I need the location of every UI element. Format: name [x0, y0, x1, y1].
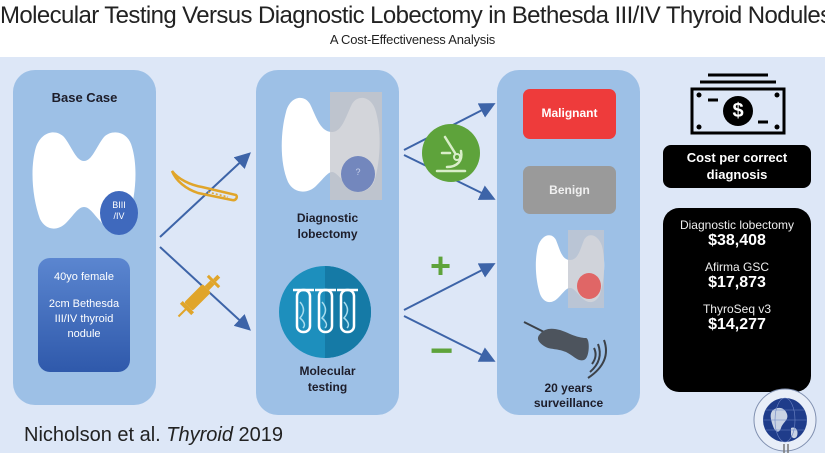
- lobectomy-thyroid-icon: [281, 92, 382, 200]
- malignant-label: Malignant: [541, 106, 598, 120]
- citation: Nicholson et al. Thyroid 2019: [24, 424, 284, 446]
- patient-info-box: [38, 258, 130, 372]
- base-case-label: Base Case: [51, 90, 118, 105]
- cost-item-name: Afirma GSC: [704, 260, 769, 274]
- malignant-box: [523, 89, 616, 139]
- money-icon: [690, 73, 786, 135]
- arrow-to-positive: [403, 263, 496, 311]
- cost-item-name: ThyroSeq v3: [702, 302, 772, 316]
- patient-info-text: 40yo female 2cm Bethesda III/IV thyroid …: [48, 271, 120, 340]
- lobectomy-label: Diagnostic lobectomy: [296, 211, 359, 241]
- positive-result-sign: +: [430, 245, 452, 286]
- nodule-marker: [100, 191, 138, 235]
- benign-box: [523, 166, 616, 214]
- cost-item-name: Diagnostic lobectomy: [679, 218, 795, 232]
- nodule-label: BIII /IV: [112, 200, 126, 221]
- page-title: Molecular Testing Versus Diagnostic Lobe…: [0, 2, 825, 29]
- cost-item-value: $14,277: [708, 316, 766, 333]
- thyroid-malignant-nodule-icon: [535, 230, 605, 308]
- cost-results-box: Diagnostic lobectomy $38,408 Afirma GSC …: [663, 208, 811, 392]
- scalpel-icon: [170, 170, 239, 202]
- arrow-to-lobectomy: [159, 152, 251, 238]
- test-tubes-icon: [279, 266, 371, 358]
- benign-label: Benign: [549, 183, 590, 197]
- negative-result-sign: −: [430, 329, 454, 373]
- page-subtitle: A Cost-Effectiveness Analysis: [329, 32, 496, 47]
- microscope-icon: [422, 124, 480, 182]
- syringe-icon: [177, 274, 221, 318]
- cost-item-value: $38,408: [708, 232, 766, 249]
- arrow-to-negative: [403, 315, 496, 362]
- ultrasound-probe-icon: [523, 321, 607, 379]
- molecular-testing-label: Molecular testing: [299, 364, 356, 394]
- cost-per-diagnosis-title: Cost per correct diagnosis: [663, 145, 811, 188]
- dollar-sign: $: [732, 100, 744, 122]
- cost-item-value: $17,873: [708, 274, 766, 291]
- association-seal-logo: [753, 388, 817, 453]
- unknown-nodule-label: ?: [355, 167, 361, 177]
- surveillance-label: 20 years surveillance: [533, 381, 604, 410]
